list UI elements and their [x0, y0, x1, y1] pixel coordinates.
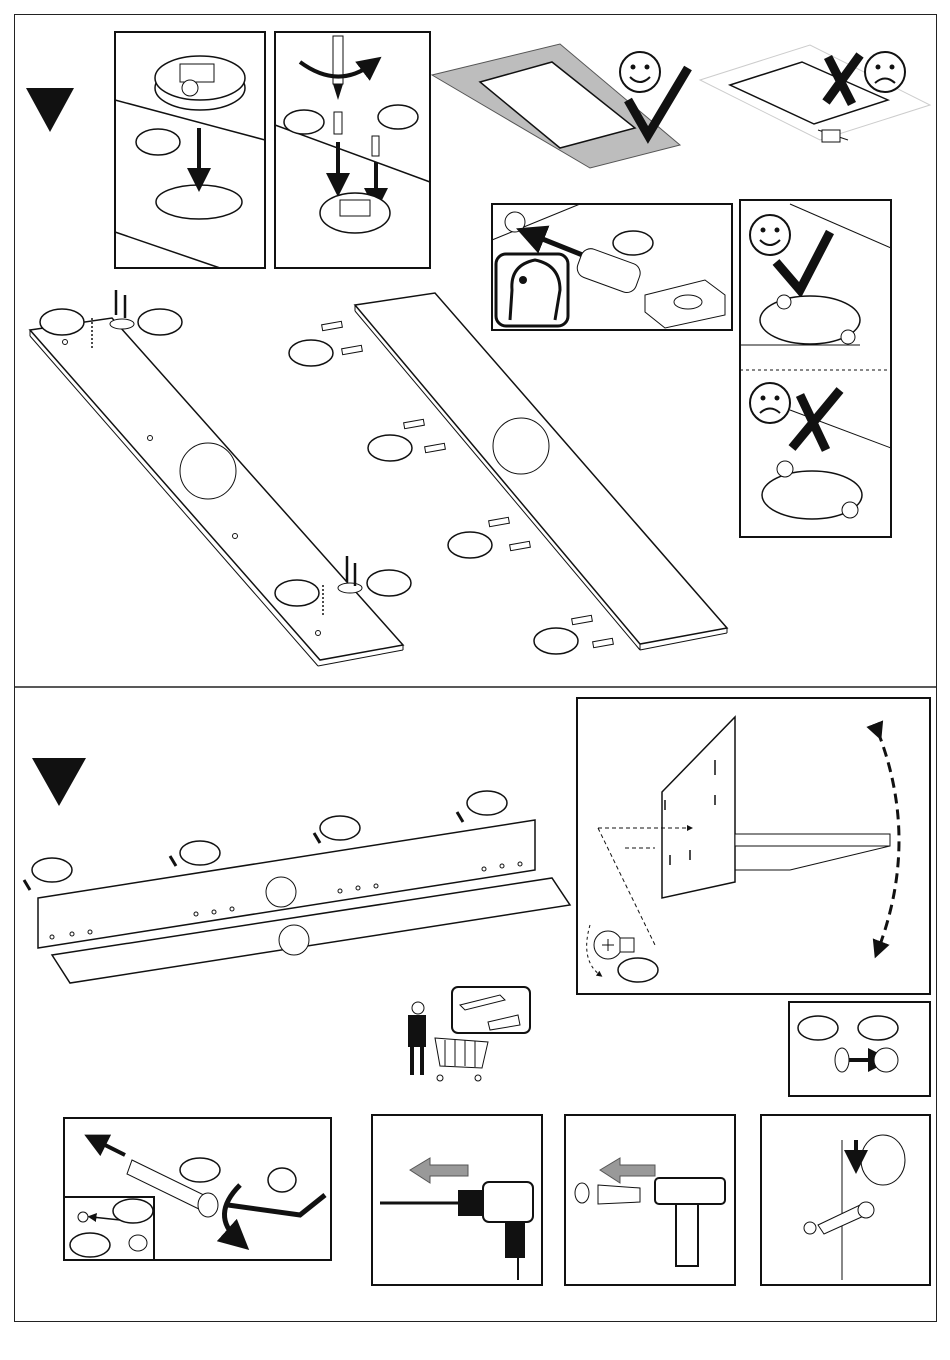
smiley-happy-icon	[620, 52, 660, 92]
drill-wall-panel	[372, 1115, 542, 1285]
drilled-hole	[156, 185, 242, 219]
hang-on-wall-panel	[761, 1115, 930, 1285]
cam-lock-insert-panel	[115, 32, 265, 268]
smiley-happy-icon	[750, 215, 790, 255]
person-icon	[412, 1002, 424, 1014]
screw-icon	[372, 136, 379, 156]
part-label-bubble	[136, 129, 180, 155]
smiley-sad-icon	[750, 383, 790, 423]
work-on-carpet-ok	[432, 44, 688, 168]
wall-plug-icon	[598, 1185, 640, 1204]
connector-pair-panel	[789, 1002, 930, 1096]
cam-orientation-check-panel	[740, 200, 891, 537]
step-1-marker	[26, 88, 74, 132]
wall-mounting-detail-panel	[577, 698, 930, 994]
screw-icon	[334, 112, 342, 134]
buy-separately-hint	[408, 987, 530, 1081]
hex-key-bolt-panel	[64, 1118, 331, 1260]
smiley-sad-icon	[865, 52, 905, 92]
back-board-layout-panel	[24, 791, 570, 983]
screw-insert-panel	[275, 32, 430, 268]
shopping-cart-icon	[435, 1038, 488, 1081]
work-on-hard-floor-not-ok	[700, 45, 930, 142]
hammer-plug-panel	[565, 1115, 735, 1285]
step-2-marker	[32, 758, 86, 806]
dowel-insert-panel	[492, 204, 732, 330]
boards-layout-panel	[30, 290, 727, 666]
board-right	[355, 293, 727, 644]
